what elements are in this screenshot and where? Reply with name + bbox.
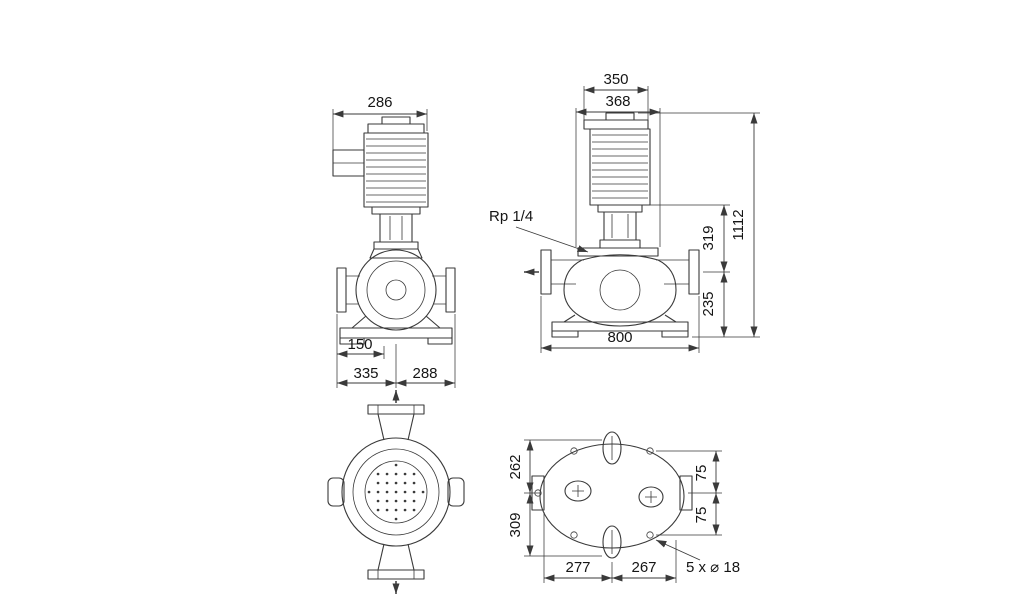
side-dimensions: 350 368 Rp 1/4 1112 319 235 800: [489, 71, 760, 353]
dim-309-label: 309: [507, 512, 524, 537]
support-legs: [563, 314, 677, 323]
motor-fins: [366, 138, 426, 203]
motor-body: [589, 128, 651, 206]
side-tab-left: [327, 477, 345, 507]
pump-head: [369, 248, 423, 259]
base-plate: [551, 321, 689, 332]
motor-cap: [605, 112, 635, 121]
motor-fins: [592, 134, 648, 199]
pump-head-flange: [373, 241, 419, 250]
port-top: [602, 431, 622, 465]
coupling-slots: [389, 216, 403, 240]
dim-235-label: 235: [700, 291, 717, 316]
motor-flange: [371, 206, 421, 215]
fan-cover: [367, 123, 425, 134]
dim-368-label: 368: [605, 93, 630, 110]
foot-left: [339, 337, 365, 345]
dim-350-label: 350: [603, 71, 628, 88]
front-casing: [336, 249, 456, 331]
foot-left: [551, 330, 579, 338]
front-coupling: [369, 206, 423, 259]
dim-port-offset-label: 150: [347, 336, 372, 353]
top-flange-upper: [367, 404, 425, 415]
volute-hub: [385, 279, 407, 301]
flange-bolt-ticks-upper: [377, 405, 415, 414]
dim-base-right-label: 288: [412, 365, 437, 382]
dim-motor-width-label: 286: [367, 94, 392, 111]
volute-outer: [355, 249, 437, 331]
volute-outline: [341, 437, 451, 547]
front-dimensions: 286 150 335 288: [332, 94, 456, 388]
side-casing: [540, 249, 700, 327]
side-base: [551, 314, 689, 338]
casing-body: [563, 254, 677, 327]
dim-262-label: 262: [507, 454, 524, 479]
coupling-guard: [603, 211, 637, 241]
coupling-guard: [379, 213, 413, 243]
casing-hub: [599, 269, 641, 311]
top-flange-lower: [367, 569, 425, 580]
discharge-flange: [688, 249, 700, 295]
extension-lines: [540, 86, 760, 353]
dim-800-label: 800: [607, 329, 632, 346]
fan-cover: [583, 119, 649, 130]
dim-75-bottom-label: 75: [693, 507, 710, 524]
dim-75-top-label: 75: [693, 465, 710, 482]
port-center-ticks: [572, 436, 657, 554]
base-plate: [339, 327, 453, 339]
suction-flange: [540, 249, 552, 295]
coupling-slots: [611, 214, 629, 238]
foot-right: [427, 337, 453, 345]
dim-267-label: 267: [631, 559, 656, 576]
flange-bolt-ticks-lower: [377, 570, 415, 579]
motor-outline: [352, 448, 440, 536]
bolt-hole: [570, 447, 578, 455]
nozzle-lines: [551, 259, 689, 285]
nozzle-lines: [346, 275, 446, 305]
port-left: [564, 480, 592, 502]
plan-dimensions: 262 309 75 75 277 267 5 x ⌀ 18: [507, 439, 740, 583]
tapping-label: Rp 1/4: [489, 208, 533, 225]
motor-body: [363, 132, 429, 208]
support-legs: [351, 315, 441, 329]
motor-flange: [597, 204, 643, 213]
fan-grille-holes: [367, 463, 425, 521]
side-tab-right: [447, 477, 465, 507]
pump-head-flange: [599, 239, 641, 249]
neck-upper: [377, 413, 415, 441]
fan-cover-outline: [364, 460, 428, 524]
neck-lower: [377, 543, 415, 571]
bolt-holes: [534, 447, 654, 539]
port-bottom: [602, 525, 622, 559]
suction-flange: [336, 267, 347, 313]
side-motor: [583, 112, 651, 206]
front-motor: [332, 116, 429, 208]
bolt-hole: [646, 447, 654, 455]
side-coupling: [577, 204, 659, 257]
top-view: [327, 390, 465, 594]
front-base: [339, 315, 453, 345]
dim-base-left-label: 335: [353, 365, 378, 382]
discharge-flange: [445, 267, 456, 313]
tapping-leader: [515, 226, 589, 253]
bolt-hole: [570, 531, 578, 539]
holes-leader: [655, 539, 701, 561]
dim-277-label: 277: [565, 559, 590, 576]
port-right: [638, 486, 664, 508]
volute-inner: [366, 260, 426, 320]
holes-count-label: 5 x ⌀ 18: [686, 559, 740, 576]
bolt-hole: [646, 531, 654, 539]
foot-right: [661, 330, 689, 338]
front-view: 286 150 335 288: [332, 94, 456, 388]
dim-1112-label: 1112: [730, 209, 747, 240]
motor-cap: [381, 116, 411, 125]
plan-view: 262 309 75 75 277 267 5 x ⌀ 18: [507, 431, 740, 583]
side-view: 350 368 Rp 1/4 1112 319 235 800: [489, 71, 760, 353]
dim-319-label: 319: [700, 225, 717, 250]
